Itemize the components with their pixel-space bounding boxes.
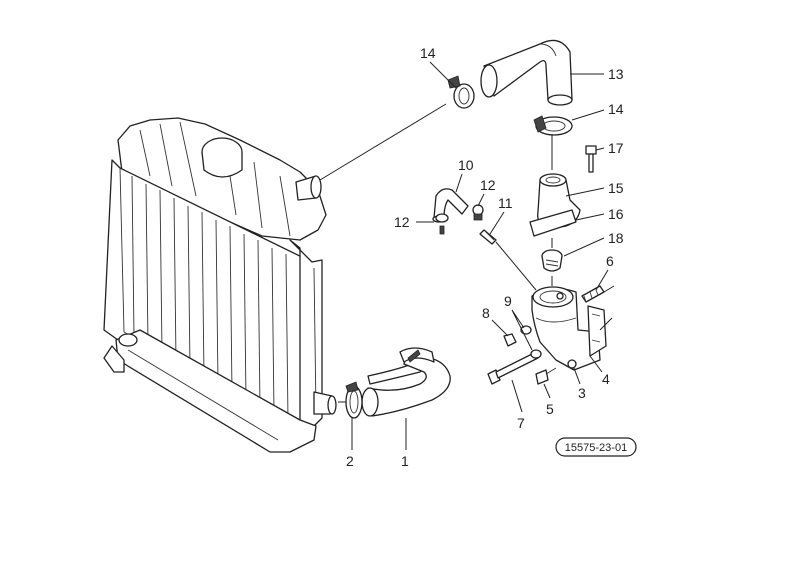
callout-2: 2 — [346, 453, 354, 469]
callout-labels: 1 2 3 4 5 6 7 8 9 10 11 12 12 13 14 14 1… — [346, 45, 624, 469]
bolt-17 — [585, 145, 597, 173]
callout-4: 4 — [602, 371, 610, 387]
hose-clip-right — [472, 204, 484, 221]
callout-15: 15 — [608, 180, 624, 196]
callout-12-left: 12 — [394, 214, 410, 230]
callout-11: 11 — [498, 195, 513, 211]
bolt-7 — [487, 351, 539, 385]
nut-8 — [503, 333, 517, 347]
housing-gasket — [587, 305, 607, 357]
callout-14-right: 14 — [608, 101, 624, 117]
callout-14-left: 14 — [420, 45, 436, 61]
reference-number: 15575-23-01 — [565, 442, 627, 454]
callout-18: 18 — [608, 230, 624, 246]
hose-clip-left — [435, 213, 449, 235]
callout-7: 7 — [517, 415, 525, 431]
callout-8: 8 — [482, 305, 490, 321]
hose-clamp-upper-right — [533, 115, 573, 136]
callout-9: 9 — [504, 293, 512, 309]
bolt-6 — [581, 285, 605, 303]
thermostat — [541, 249, 563, 272]
hose-clamp-upper-left — [447, 75, 475, 109]
radiator-core-fins — [131, 175, 289, 421]
drawing-reference: 15575-23-01 — [555, 437, 637, 457]
bypass-pipe — [479, 229, 497, 245]
hose-clamp-lower — [345, 381, 363, 419]
leader-lines — [351, 61, 609, 450]
callout-13: 13 — [608, 66, 624, 82]
callout-16: 16 — [608, 206, 624, 222]
thermostat-housing — [531, 286, 601, 371]
radiator — [103, 117, 337, 453]
assembly-lines — [319, 103, 615, 403]
callout-17: 17 — [608, 140, 624, 156]
callout-6: 6 — [606, 253, 614, 269]
callout-12-right: 12 — [480, 177, 496, 193]
callout-5: 5 — [546, 401, 554, 417]
upper-hose — [480, 39, 573, 106]
lower-hose — [361, 347, 451, 417]
callout-10: 10 — [458, 157, 474, 173]
bolt-5 — [535, 367, 557, 385]
callout-3: 3 — [578, 385, 586, 401]
callout-1: 1 — [401, 453, 409, 469]
outlet-gasket — [529, 209, 577, 237]
